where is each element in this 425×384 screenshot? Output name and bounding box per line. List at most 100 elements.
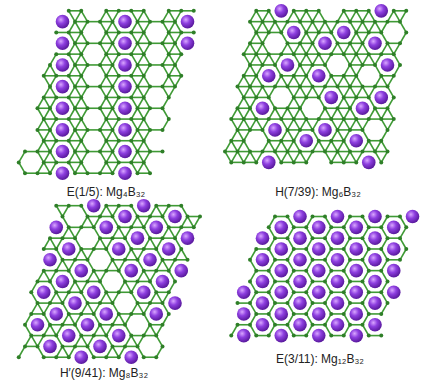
boron-atom <box>361 20 365 24</box>
boron-atom <box>48 301 52 305</box>
boron-atom <box>398 236 402 240</box>
boron-atom <box>292 269 296 273</box>
structure-label: E(3/11): Mg₁₂B₃₂ <box>276 352 364 366</box>
boron-atom <box>348 236 352 240</box>
boron-atom <box>286 150 290 154</box>
boron-atom <box>336 128 340 132</box>
boron-atom <box>354 95 358 99</box>
boron-atom <box>92 269 96 273</box>
boron-atom <box>304 290 308 294</box>
boron-atom <box>342 312 346 316</box>
boron-atom <box>142 30 146 34</box>
boron-atom <box>54 95 58 99</box>
magnesium-atom <box>99 307 113 321</box>
magnesium-atom <box>337 26 351 40</box>
magnesium-atom <box>56 275 70 289</box>
boron-atom <box>329 30 333 34</box>
boron-atom <box>92 225 96 229</box>
boron-atom <box>254 52 258 56</box>
magnesium-atom <box>162 242 176 256</box>
boron-atom <box>367 117 371 121</box>
boron-atom <box>42 95 46 99</box>
boron-atom <box>236 128 240 132</box>
boron-atom <box>354 74 358 78</box>
boron-atom <box>386 258 390 262</box>
lattice-panel <box>17 9 196 180</box>
magnesium-atom <box>118 166 132 180</box>
structure-label: H′(9/41): Mg₈B₃₂ <box>60 366 148 380</box>
boron-atom <box>286 41 290 45</box>
boron-atom <box>73 236 77 240</box>
magnesium-atom <box>31 318 45 332</box>
boron-atom <box>161 236 165 240</box>
boron-atom <box>348 20 352 24</box>
boron-atom <box>154 334 158 338</box>
boron-atom <box>354 9 358 13</box>
boron-atom <box>267 247 271 251</box>
boron-atom <box>304 225 308 229</box>
boron-atom <box>86 63 90 67</box>
magnesium-atom <box>237 307 251 321</box>
magnesium-atom <box>349 134 363 148</box>
boron-atom <box>129 52 133 56</box>
magnesium-atom <box>381 58 395 72</box>
boron-atom <box>317 117 321 121</box>
boron-atom <box>286 85 290 89</box>
magnesium-atom <box>312 329 326 343</box>
boron-atom <box>148 323 152 327</box>
boron-atom <box>73 344 77 348</box>
magnesium-atom <box>349 221 363 235</box>
boron-atom <box>242 52 246 56</box>
boron-atom <box>111 150 115 154</box>
magnesium-atom <box>349 242 363 256</box>
boron-atom <box>173 279 177 283</box>
boron-atom <box>229 334 233 338</box>
boron-atom <box>404 30 408 34</box>
boron-atom <box>348 63 352 67</box>
boron-atom <box>342 117 346 121</box>
boron-atom <box>336 20 340 24</box>
boron-atom <box>311 258 315 262</box>
boron-atom <box>236 106 240 110</box>
boron-atom <box>348 128 352 132</box>
boron-atom <box>129 139 133 143</box>
boron-atom <box>161 344 165 348</box>
magnesium-atom <box>149 307 163 321</box>
boron-atom <box>392 52 396 56</box>
boron-atom <box>154 269 158 273</box>
boron-atom <box>379 30 383 34</box>
boron-atom <box>186 258 190 262</box>
boron-atom <box>348 279 352 283</box>
boron-atom <box>323 215 327 219</box>
boron-atom <box>167 225 171 229</box>
boron-atom <box>323 106 327 110</box>
boron-atom <box>311 63 315 67</box>
boron-atom <box>148 20 152 24</box>
boron-atom <box>236 85 240 89</box>
magnesium-atom <box>312 285 326 299</box>
magnesium-atom <box>256 231 270 245</box>
lattice-panel <box>223 4 408 169</box>
boron-atom <box>298 106 302 110</box>
boron-atom <box>248 41 252 45</box>
magnesium-atom <box>56 58 70 72</box>
boron-atom <box>111 85 115 89</box>
boron-atom <box>67 30 71 34</box>
boron-atom <box>104 52 108 56</box>
boron-atom <box>111 128 115 132</box>
boron-atom <box>379 139 383 143</box>
boron-atom <box>67 117 71 121</box>
boron-atom <box>404 225 408 229</box>
magnesium-atom <box>256 296 270 310</box>
boron-atom <box>304 312 308 316</box>
boron-atom <box>317 95 321 99</box>
magnesium-atom <box>262 156 276 170</box>
boron-atom <box>279 74 283 78</box>
boron-atom <box>61 344 65 348</box>
boron-atom <box>323 85 327 89</box>
boron-atom <box>136 279 140 283</box>
magnesium-atom <box>331 253 345 267</box>
boron-atom <box>386 279 390 283</box>
boron-atom <box>129 95 133 99</box>
